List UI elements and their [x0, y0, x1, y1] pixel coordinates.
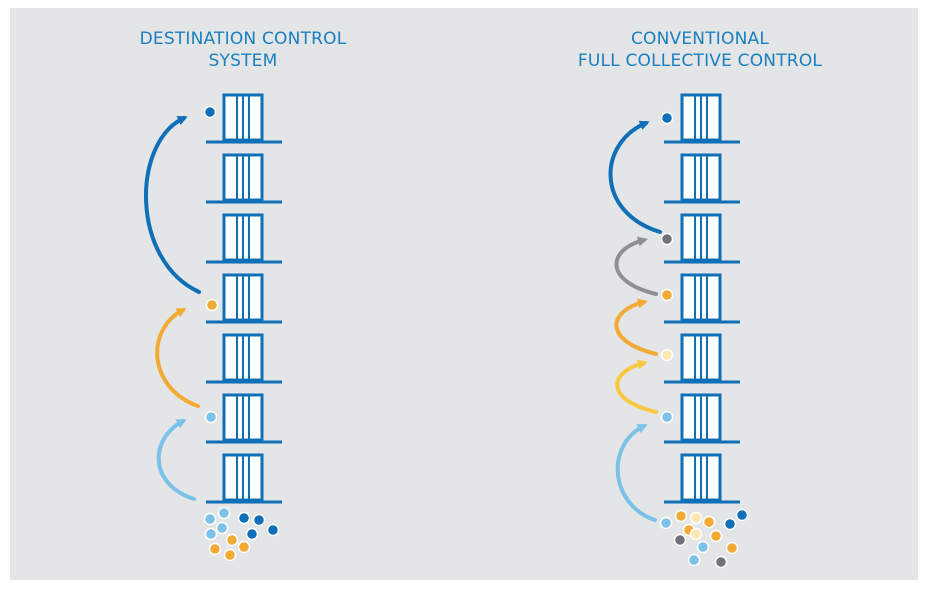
conventional-control-title-line-1: CONVENTIONAL	[630, 29, 770, 49]
passenger-dot-icon	[687, 553, 701, 567]
passenger-dot-icon	[673, 533, 687, 547]
passenger-dot-icon	[266, 523, 280, 537]
passenger-dot-icon	[696, 540, 710, 554]
passenger-dot-icon	[659, 516, 673, 530]
passenger-dot-icon	[660, 232, 674, 246]
diagram-panel	[10, 8, 918, 580]
elevator-door-icon	[222, 93, 264, 142]
passenger-dot-icon	[660, 288, 674, 302]
elevator-door-icon	[222, 393, 264, 442]
conventional-control-building	[664, 93, 740, 504]
passenger-dot-icon	[203, 105, 217, 119]
passenger-dot-icon	[204, 410, 218, 424]
passenger-dot-icon	[689, 511, 703, 525]
passenger-dot-icon	[208, 542, 222, 556]
passenger-dot-icon	[702, 515, 716, 529]
destination-control-title-line-2: SYSTEM	[208, 51, 278, 71]
passenger-dot-icon	[660, 111, 674, 125]
elevator-door-icon	[222, 453, 264, 502]
elevator-door-icon	[680, 333, 722, 382]
passenger-dot-icon	[205, 298, 219, 312]
conventional-control-title-line-2: FULL COLLECTIVE CONTROL	[577, 51, 823, 71]
conventional-control-title: CONVENTIONAL FULL COLLECTIVE CONTROL	[520, 28, 880, 72]
trip-arrow-icon	[615, 359, 658, 414]
elevator-door-icon	[680, 93, 722, 142]
elevator-door-icon	[680, 213, 722, 262]
lobby-passenger-group-left	[203, 506, 280, 562]
passenger-dot-icon	[660, 410, 674, 424]
passenger-dot-icon	[723, 517, 737, 531]
passenger-dot-icon	[237, 540, 251, 554]
passenger-dot-icon	[252, 513, 266, 527]
elevator-door-icon	[222, 153, 264, 202]
elevator-door-icon	[222, 273, 264, 322]
trip-arrow-icon	[608, 120, 662, 234]
passenger-dot-icon	[215, 521, 229, 535]
trip-arrow-icon	[615, 424, 657, 522]
passenger-dot-icon	[225, 533, 239, 547]
elevator-door-icon	[680, 273, 722, 322]
passenger-dot-icon	[660, 348, 674, 362]
elevator-door-icon	[680, 393, 722, 442]
passenger-dot-icon	[245, 527, 259, 541]
passenger-dot-icon	[689, 527, 703, 541]
elevator-door-icon	[680, 153, 722, 202]
passenger-dot-icon	[674, 509, 688, 523]
passenger-dot-icon	[204, 527, 218, 541]
passenger-dot-icon	[217, 506, 231, 520]
destination-control-building	[206, 93, 282, 504]
destination-control-title-line-1: DESTINATION CONTROL	[139, 29, 347, 49]
trip-arrow-icon	[144, 115, 201, 294]
passenger-dot-icon	[714, 555, 728, 569]
passenger-dot-icon	[223, 548, 237, 562]
passenger-dot-icon	[203, 512, 217, 526]
trip-arrow-icon	[156, 419, 196, 501]
elevator-door-icon	[222, 213, 264, 262]
passenger-dot-icon	[735, 508, 749, 522]
destination-control-title: DESTINATION CONTROL SYSTEM	[63, 28, 423, 72]
passenger-dot-icon	[725, 541, 739, 555]
passenger-dot-icon	[709, 529, 723, 543]
trip-arrow-icon	[155, 308, 200, 408]
elevator-door-icon	[222, 333, 264, 382]
trip-arrow-icon	[614, 236, 658, 296]
lobby-passenger-group-right	[659, 508, 749, 569]
trip-arrow-icon	[614, 298, 658, 356]
passenger-dot-icon	[237, 511, 251, 525]
elevator-door-icon	[680, 453, 722, 502]
